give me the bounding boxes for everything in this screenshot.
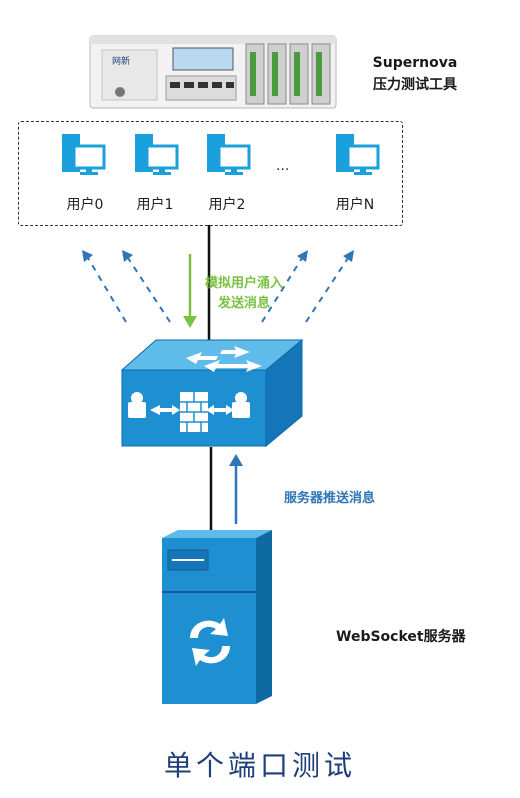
supernova-device: 网新 [89, 35, 337, 109]
users-group-box [18, 121, 403, 226]
device-brand: 网新 [112, 55, 130, 67]
user-label-n: 用户N [335, 197, 375, 213]
dotted-arrow-right-outer [305, 257, 349, 323]
page-caption: 单个端口测试 [163, 749, 356, 782]
user-computer-icon-1 [135, 134, 179, 175]
push-label: 服务器推送消息 [284, 491, 376, 506]
user-label-2: 用户2 [208, 197, 246, 213]
simulate-label-line1: 模拟用户涌入 [204, 276, 283, 291]
simulate-label: 模拟用户涌入 发送消息 [196, 274, 292, 314]
dotted-arrow-left-outer [87, 257, 127, 323]
user-computer-icon-n [336, 134, 380, 175]
supernova-title: Supernova 压力测试工具 [345, 52, 485, 96]
user-label-0: 用户0 [66, 197, 104, 213]
simulate-label-line2: 发送消息 [217, 296, 270, 311]
supernova-title-line2: 压力测试工具 [373, 77, 457, 93]
dotted-arrow-left-inner [127, 257, 171, 323]
dotted-arrow-right-inner [261, 257, 303, 323]
supernova-title-line1: Supernova [372, 55, 458, 71]
users-ellipsis: ... [276, 158, 290, 174]
user-computer-icon-0 [62, 134, 106, 175]
firewall-switch [120, 338, 304, 448]
user-computer-icon-2 [207, 134, 251, 175]
ws-server-label: WebSocket服务器 [336, 629, 466, 645]
user-label-1: 用户1 [136, 197, 174, 213]
websocket-server-icon [162, 530, 272, 704]
